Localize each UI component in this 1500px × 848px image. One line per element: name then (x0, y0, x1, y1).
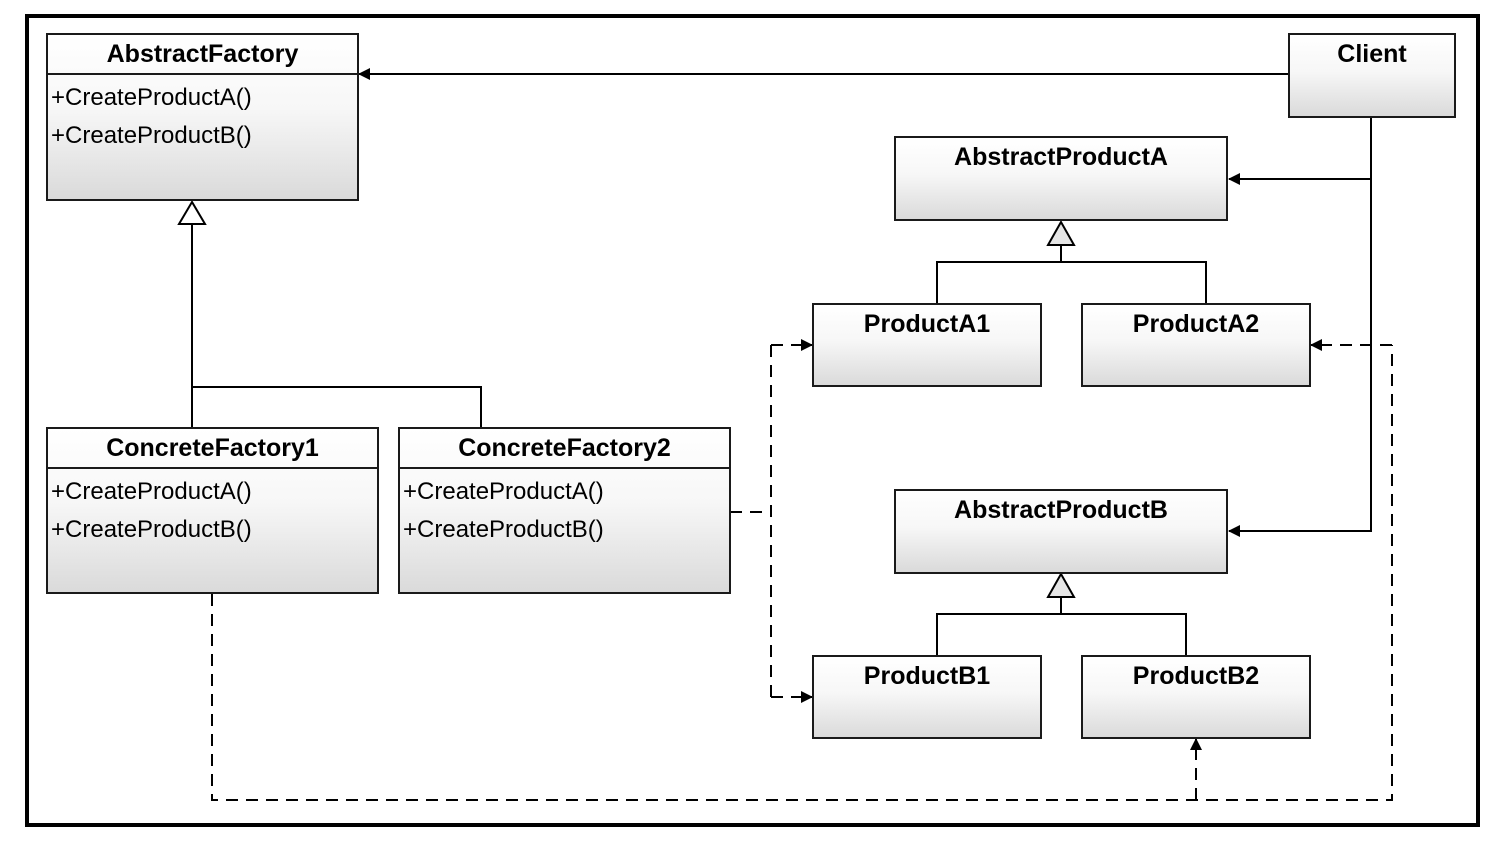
class-productb2: ProductB2 (1081, 655, 1311, 739)
class-abstractproducta: AbstractProductA (894, 136, 1228, 221)
operations-list: +CreateProductA() +CreateProductB() (48, 469, 377, 549)
class-name: AbstractProductA (954, 143, 1168, 171)
class-name: ProductB1 (863, 662, 991, 690)
class-abstractfactory: AbstractFactory +CreateProductA() +Creat… (46, 33, 359, 201)
product-b-generalization-triangle (1046, 571, 1076, 598)
client-to-abstractproductb-association (1228, 179, 1372, 537)
operation-create-product-a: +CreateProductA() (51, 478, 252, 505)
class-name: AbstractFactory (48, 35, 357, 75)
concretefactory1-dependency-lines (211, 345, 1393, 801)
client-to-abstractproducta-association (1228, 117, 1372, 185)
class-client: Client (1288, 33, 1456, 118)
class-productb1: ProductB1 (812, 655, 1042, 739)
class-name: ProductA1 (863, 310, 991, 338)
class-producta2: ProductA2 (1081, 303, 1311, 387)
operation-create-product-a: +CreateProductA() (403, 478, 604, 505)
class-name: ConcreteFactory2 (400, 429, 729, 469)
product-a-generalization-triangle (1046, 219, 1076, 246)
factory-inheritance-line (191, 224, 482, 428)
operation-create-product-b: +CreateProductB() (51, 122, 252, 149)
concretefactory2-dependency-lines (730, 345, 772, 697)
factory-generalization-triangle (177, 200, 207, 225)
class-name: ConcreteFactory1 (48, 429, 377, 469)
class-producta1: ProductA1 (812, 303, 1042, 387)
operation-create-product-a: +CreateProductA() (51, 84, 252, 111)
operations-list: +CreateProductA() +CreateProductB() (48, 75, 357, 155)
class-name: ProductA2 (1132, 310, 1260, 338)
product-a-inheritance-line (936, 245, 1207, 303)
operation-create-product-b: +CreateProductB() (403, 516, 604, 543)
class-concretefactory2: ConcreteFactory2 +CreateProductA() +Crea… (398, 427, 731, 594)
class-name: AbstractProductB (954, 496, 1168, 524)
class-abstractproductb: AbstractProductB (894, 489, 1228, 574)
operations-list: +CreateProductA() +CreateProductB() (400, 469, 729, 549)
class-name: ProductB2 (1132, 662, 1260, 690)
class-concretefactory1: ConcreteFactory1 +CreateProductA() +Crea… (46, 427, 379, 594)
product-b-inheritance-line (936, 597, 1187, 655)
operation-create-product-b: +CreateProductB() (51, 516, 252, 543)
class-name: Client (1337, 40, 1407, 68)
